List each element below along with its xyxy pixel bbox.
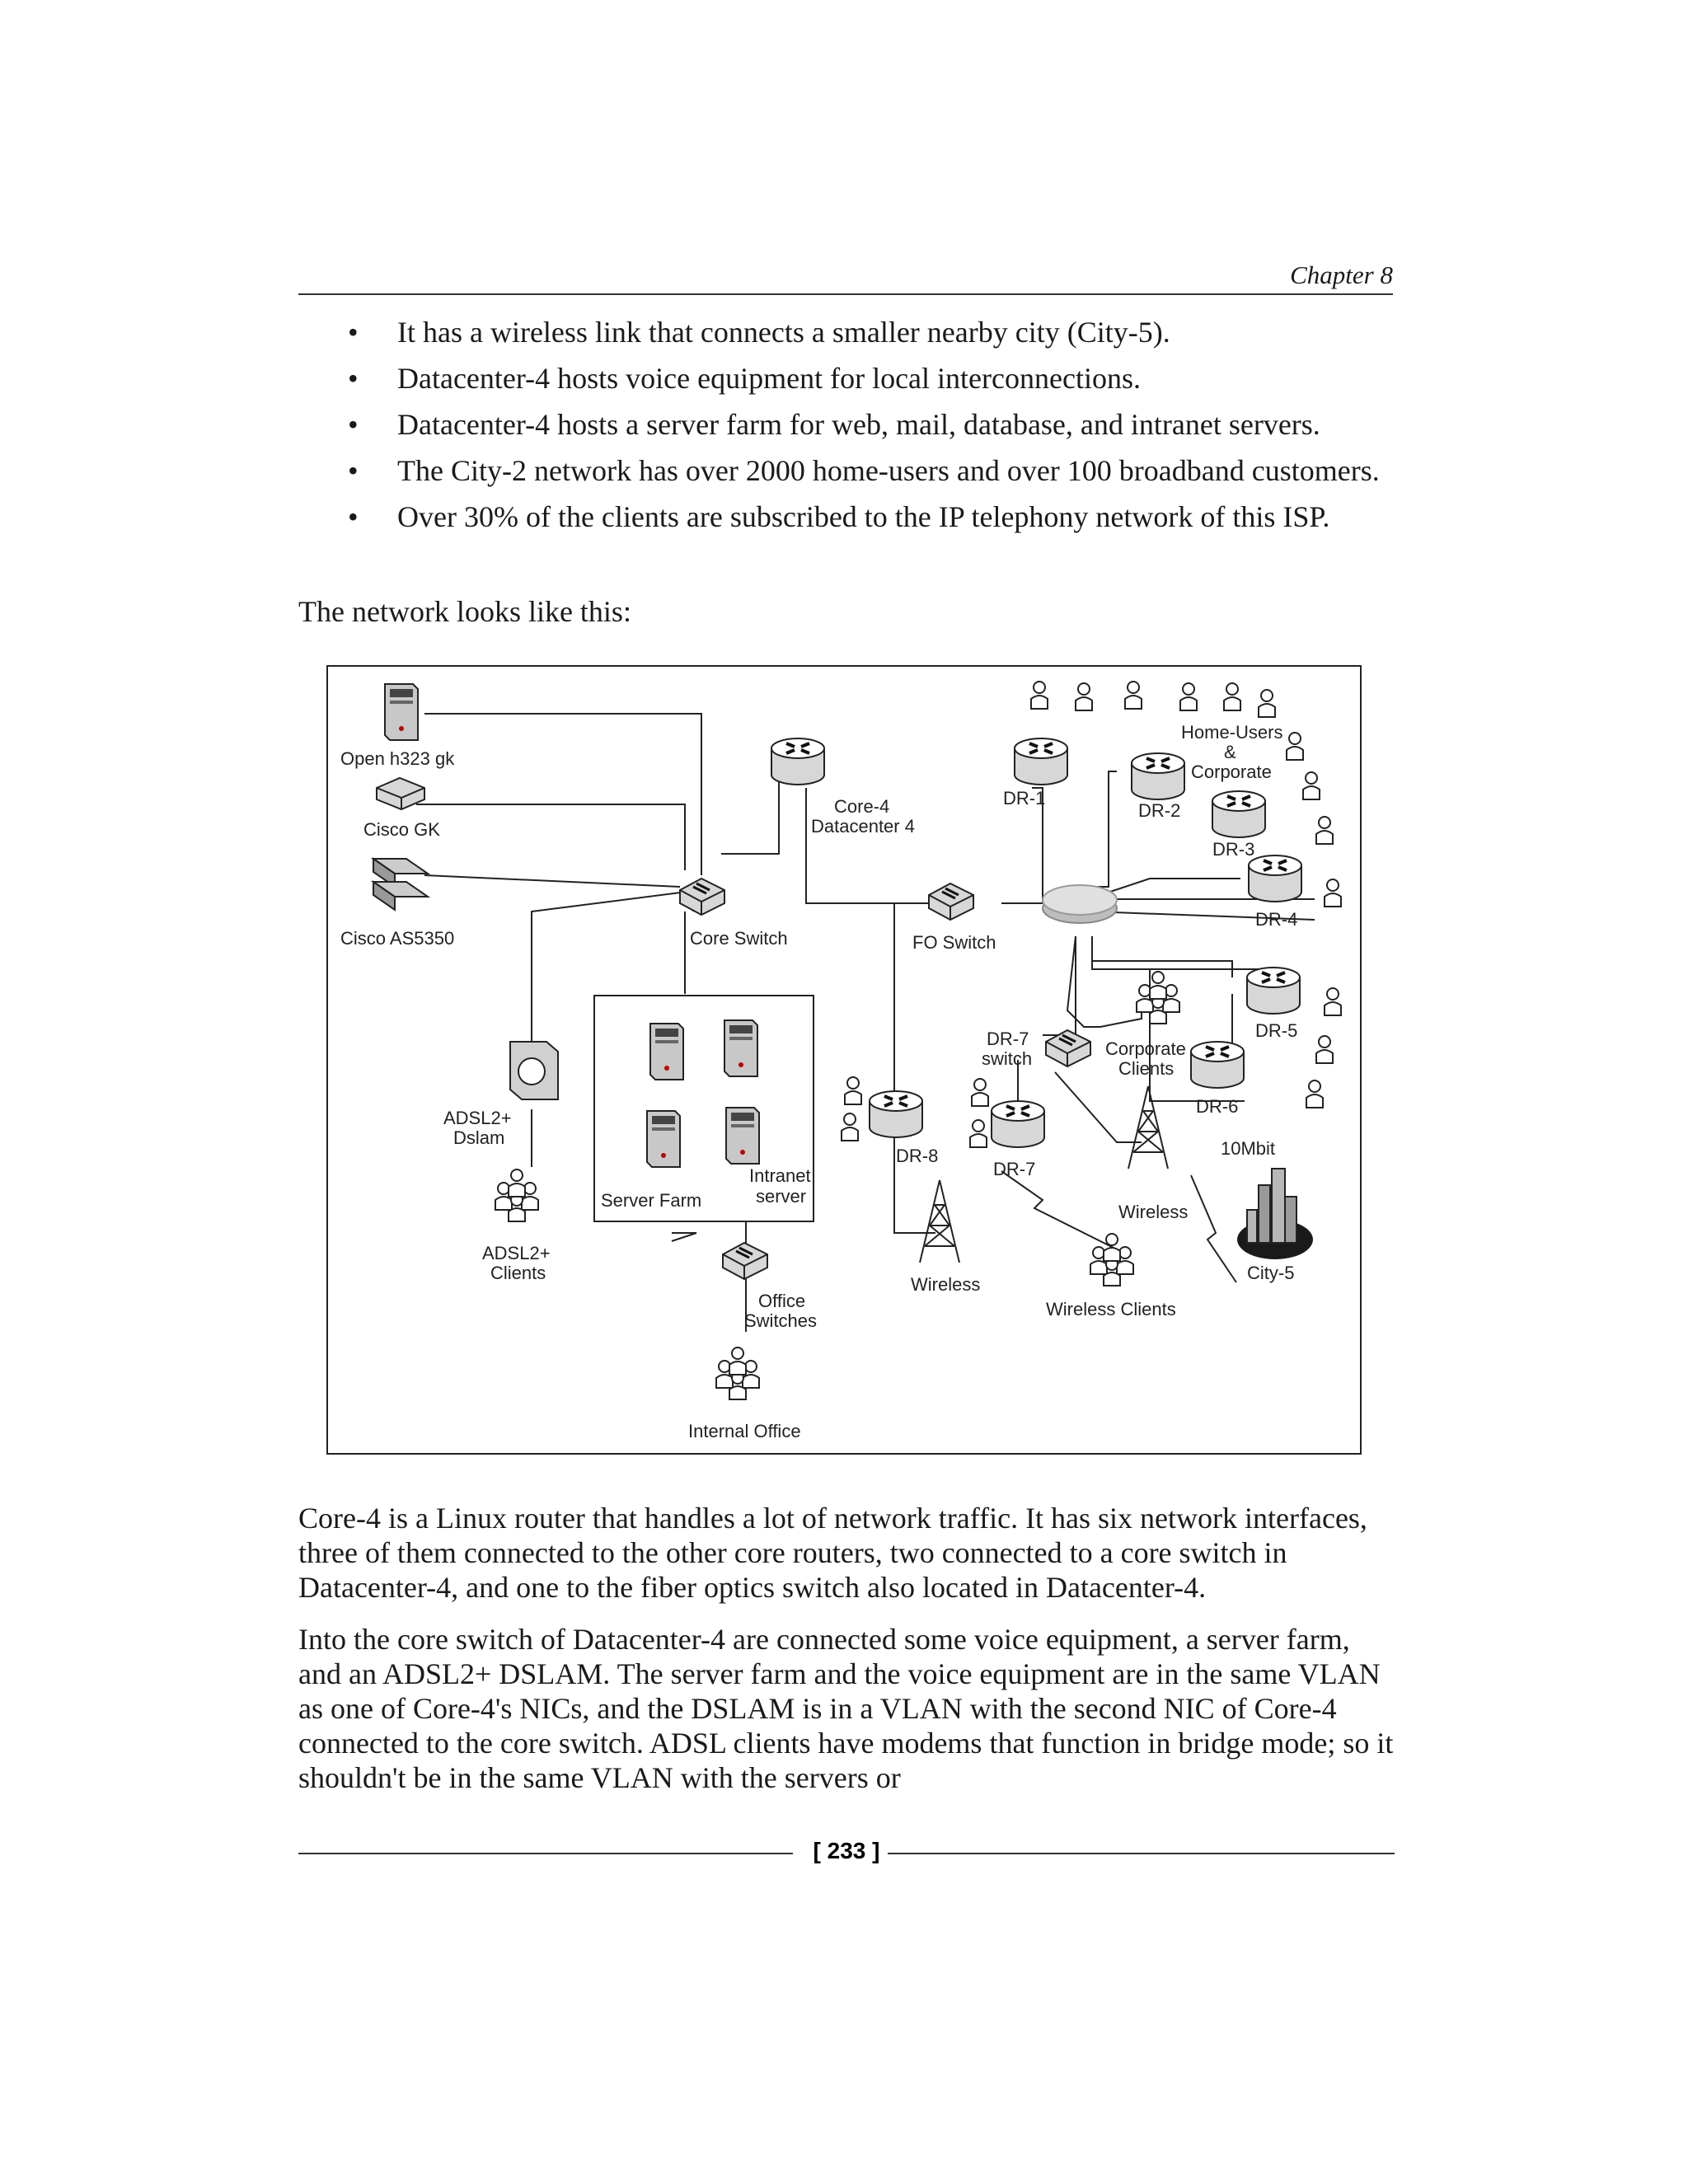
list-item: • The City-2 network has over 2000 home-u… [298,453,1395,488]
core4-label-1: Core-4 [834,796,889,817]
internal-office-label: Internal Office [688,1421,801,1441]
dr7-router-icon [990,1099,1046,1149]
core4-label-2: Datacenter 4 [811,816,915,837]
adsl-dslam-label-1: ADSL2+ [443,1108,512,1128]
hub-icon [1042,884,1118,924]
server-farm-box [593,995,814,1222]
dr7-switch-label-1: DR-7 [987,1029,1029,1049]
home-users-label-3: Corporate [1191,762,1272,782]
office-switches-label-1: Office [758,1291,805,1311]
fo-switch-label: FO Switch [912,932,996,953]
body-paragraph: Core-4 is a Linux router that handles a … [298,1502,1367,1604]
bullet-list: • It has a wireless link that connects a … [298,315,1395,546]
list-item: • It has a wireless link that connects a … [298,315,1395,349]
adsl-dslam-label-2: Dslam [453,1127,504,1148]
bullet-text: It has a wireless link that connects a s… [397,316,1170,349]
city5-icon [1237,1168,1313,1259]
bullet-icon: • [348,316,359,349]
running-head: Chapter 8 [298,260,1393,295]
chapter-label: Chapter 8 [1290,260,1393,289]
adsl-dslam-icon [509,1041,559,1100]
page-number: [ 233 ] [298,1838,1395,1864]
dr2-label: DR-2 [1138,800,1180,821]
bullet-text: The City-2 network has over 2000 home-us… [397,454,1380,487]
city5-label: City-5 [1247,1263,1294,1283]
wireless-clients-label: Wireless Clients [1046,1299,1176,1319]
diagram-frame [326,665,1362,1455]
page-footer: [ 233 ] [298,1838,1395,1871]
list-item: • Over 30% of the clients are subscribed … [298,499,1395,534]
bullet-icon: • [348,500,359,533]
dr6-label: DR-6 [1196,1096,1238,1117]
dr1-label: DR-1 [1003,788,1045,808]
bullet-text: Datacenter-4 hosts voice equipment for l… [397,362,1141,395]
bullet-text: Over 30% of the clients are subscribed t… [397,500,1330,533]
dr4-label: DR-4 [1255,909,1297,930]
server-icon [724,1019,758,1077]
cisco-as5350-icon [370,857,431,912]
bullet-text: Datacenter-4 hosts a server farm for web… [397,408,1320,441]
footer-rule [884,1853,1395,1854]
dr5-router-icon [1245,966,1301,1015]
list-item: • Datacenter-4 hosts voice equipment for … [298,361,1395,396]
adsl-clients-label-2: Clients [490,1263,546,1283]
dr7-switch-label-2: switch [982,1048,1032,1069]
core-switch-label: Core Switch [690,928,788,949]
dr8-router-icon [868,1090,924,1139]
adsl-clients-label-1: ADSL2+ [482,1243,551,1263]
dr6-router-icon [1189,1040,1245,1090]
cisco-gk-label: Cisco GK [363,819,440,840]
wireless-label-2: Wireless [1118,1202,1188,1222]
open-h323-server-icon [384,683,419,741]
core4-router-icon [770,737,826,786]
intranet-server-icon [725,1107,760,1165]
server-farm-label: Server Farm [601,1190,701,1211]
dr4-router-icon [1247,854,1303,903]
intranet-label-1: Intranet [749,1165,811,1186]
open-h323-label: Open h323 gk [340,748,455,769]
footer-rule [298,1853,793,1854]
bullet-icon: • [348,362,359,395]
server-icon [649,1023,684,1080]
dr1-router-icon [1013,737,1069,786]
dr7-label: DR-7 [993,1159,1035,1179]
server-icon [646,1110,681,1168]
office-switches-label-2: Switches [744,1310,817,1331]
list-item: • Datacenter-4 hosts a server farm for we… [298,407,1395,442]
corporate-clients-label-2: Clients [1118,1058,1174,1079]
dr3-router-icon [1211,790,1267,839]
cisco-gk-icon [376,776,425,811]
intranet-label-2: server [756,1186,806,1207]
lightning-bolt-1 [1001,1170,1126,1254]
dr2-router-icon [1130,752,1186,801]
lightning-bolt-2 [1190,1174,1237,1283]
corporate-clients-label-1: Corporate [1105,1038,1186,1059]
cisco-as5350-label: Cisco AS5350 [340,928,454,949]
wireless-label-1: Wireless [911,1274,980,1295]
home-users-label-2: & [1224,742,1236,762]
bullet-icon: • [348,454,359,487]
mbit-label: 10Mbit [1221,1138,1275,1159]
dr3-label: DR-3 [1212,839,1254,860]
dr8-label: DR-8 [896,1146,938,1166]
home-users-label-1: Home-Users [1181,722,1282,743]
body-paragraph: Into the core switch of Datacenter-4 are… [298,1623,1394,1794]
bullet-icon: • [348,408,359,441]
dr5-label: DR-5 [1255,1020,1297,1041]
intro-text: The network looks like this: [298,595,631,628]
network-diagram: Open h323 gk Cisco GK Cisco AS5350 Core-… [326,665,1362,1455]
page-number-text: [ 233 ] [804,1838,889,1863]
